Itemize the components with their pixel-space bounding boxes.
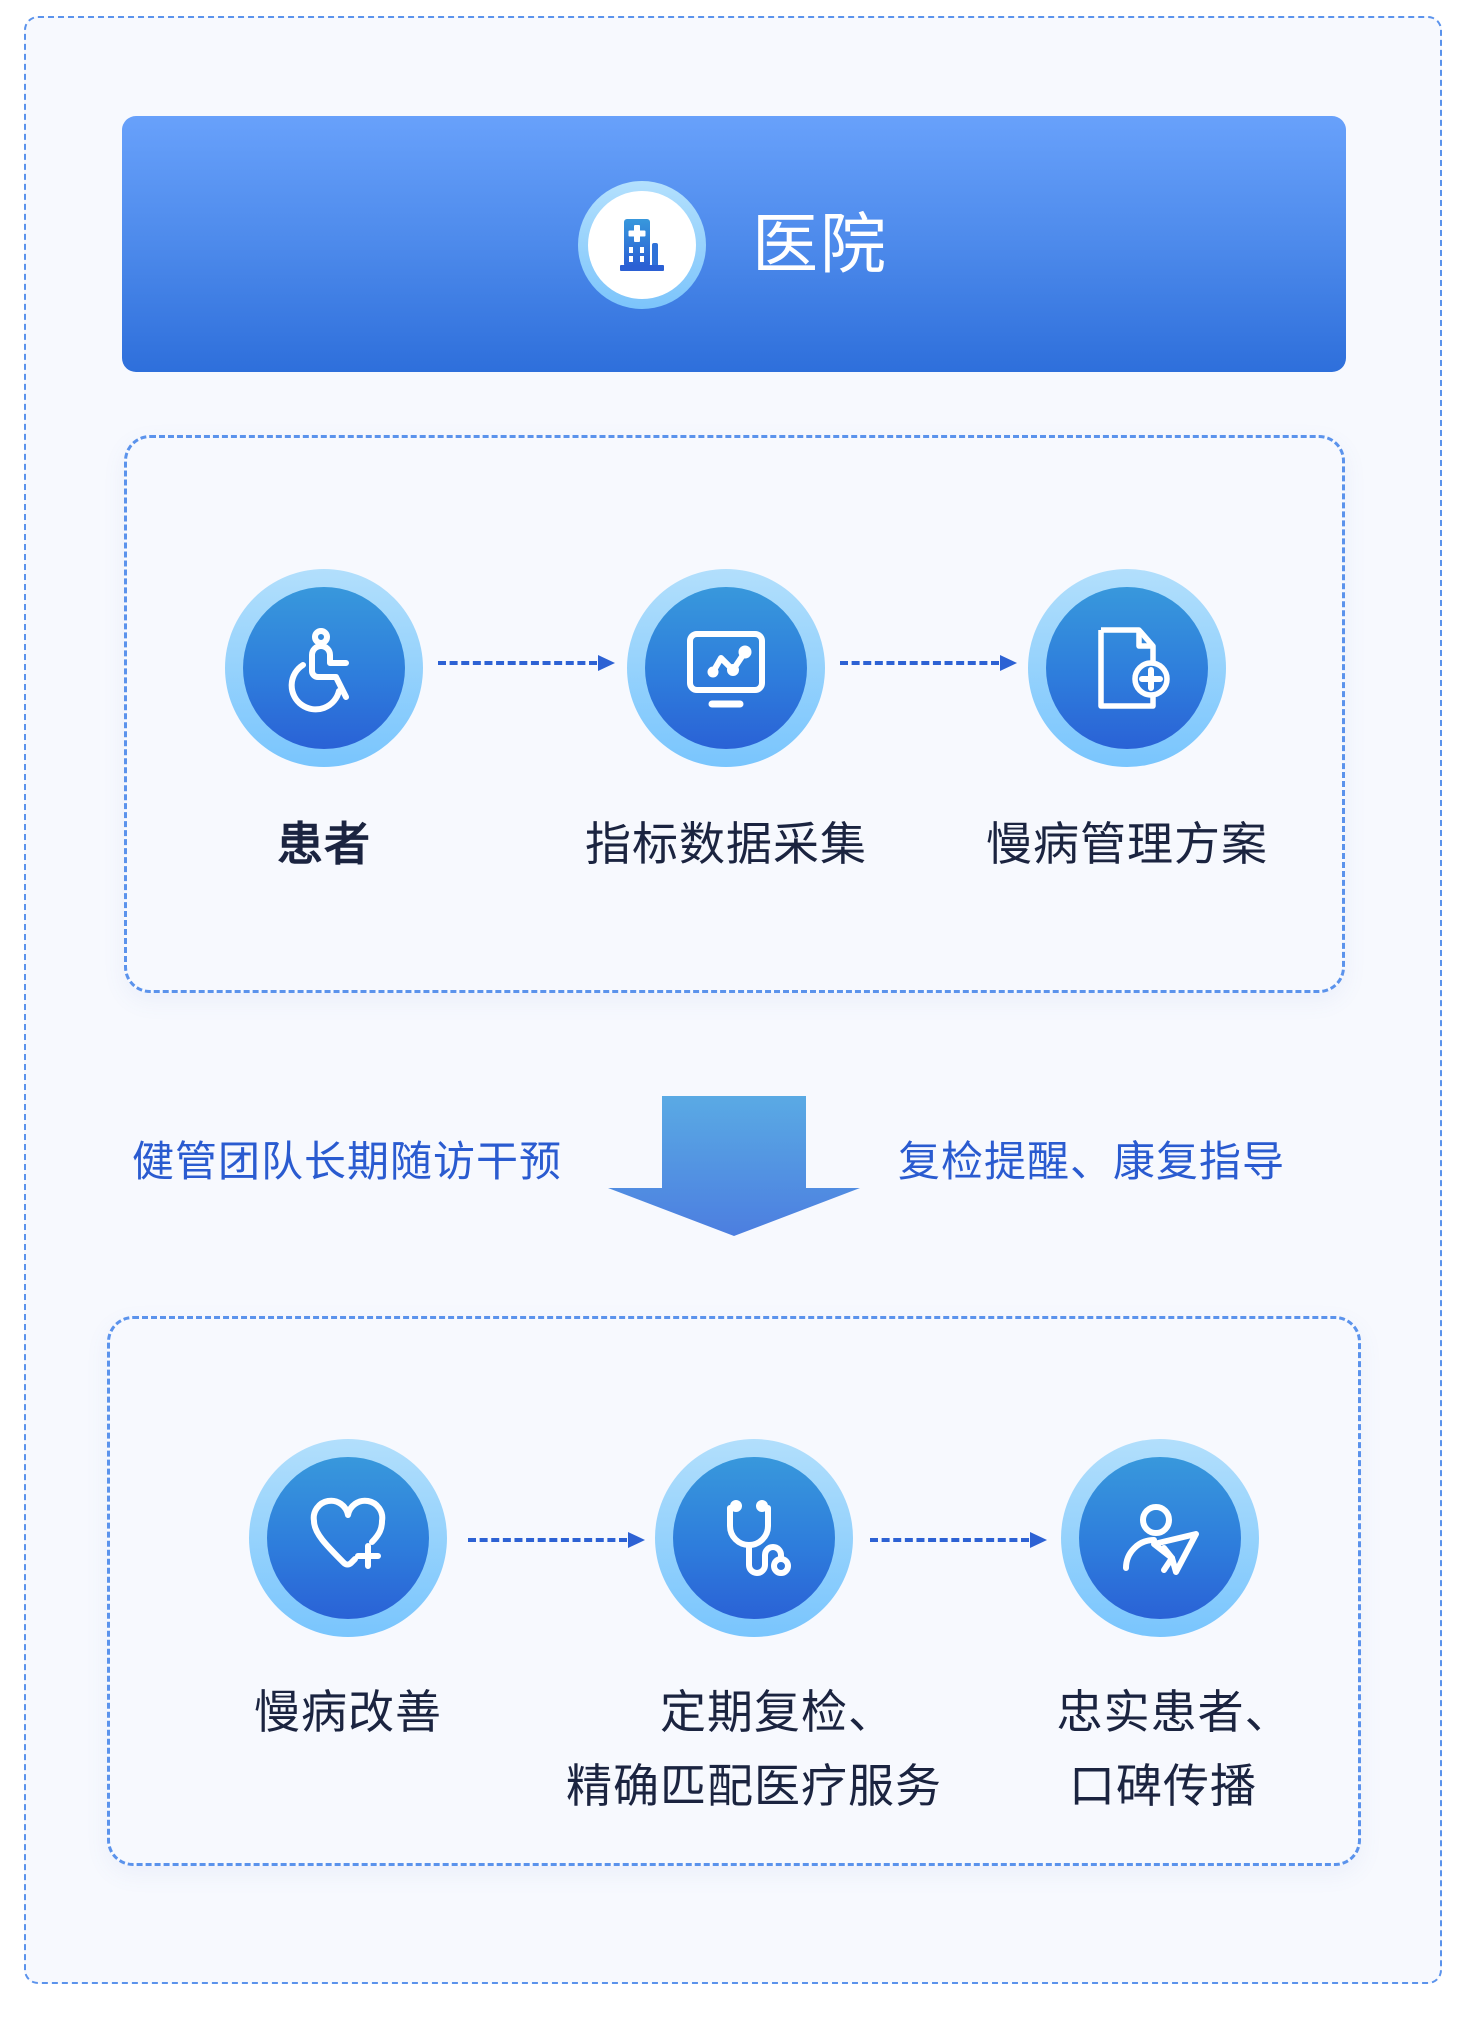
node-chronic-plan: [1028, 569, 1226, 767]
left-transition-text: 健管团队长期随访干预: [132, 1137, 563, 1186]
node-label-loyal-patients-line2: 口碑传播: [1069, 1759, 1257, 1813]
flow-arrow-4: [870, 1532, 1047, 1548]
flow-arrow-1: [438, 655, 615, 671]
node-data-collection: [627, 569, 825, 767]
down-arrow-icon: [608, 1096, 860, 1236]
node-label-regular-checkup-line1: 定期复检、: [660, 1685, 895, 1739]
node-patient: [225, 569, 423, 767]
page-title: 医院: [752, 206, 888, 283]
hospital-header-banner: [122, 116, 1346, 372]
wheelchair-patient-icon: [288, 628, 349, 713]
node-label-regular-checkup-line2: 精确匹配医疗服务: [566, 1759, 942, 1813]
node-loyal-patients: [1061, 1439, 1259, 1637]
flow-arrow-2: [840, 655, 1017, 671]
monitor-chart-icon: [687, 631, 765, 708]
node-label-chronic-plan: 慢病管理方案: [986, 817, 1268, 871]
heart-plus-icon: [310, 1497, 386, 1569]
document-medical-plus-icon: [1098, 627, 1170, 709]
right-transition-text: 复检提醒、康复指导: [898, 1137, 1286, 1186]
node-label-loyal-patients-line1: 忠实患者、: [1056, 1685, 1292, 1739]
node-label-chronic-improvement: 慢病改善: [254, 1685, 442, 1739]
node-label-patient: 患者: [277, 817, 371, 871]
node-label-data-collection: 指标数据采集: [585, 817, 867, 871]
hospital-icon-badge: [578, 181, 706, 309]
node-chronic-improvement: [249, 1439, 447, 1637]
user-share-icon: [1123, 1504, 1199, 1575]
flow-arrow-3: [468, 1532, 645, 1548]
node-regular-checkup: [655, 1439, 853, 1637]
hospital-building-icon: [620, 219, 664, 271]
stethoscope-icon: [727, 1500, 791, 1576]
